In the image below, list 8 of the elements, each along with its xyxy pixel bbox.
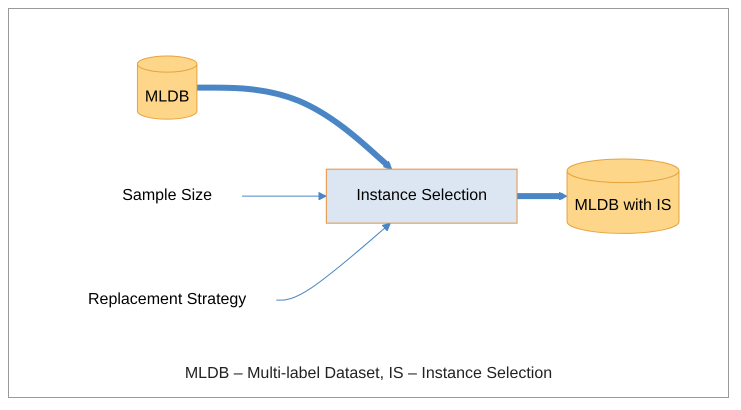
arrow <box>196 85 392 170</box>
arrow <box>242 192 327 201</box>
arrow <box>517 192 568 201</box>
node-text: Replacement Strategy <box>88 292 246 309</box>
arrow <box>276 223 391 302</box>
caption: MLDB – Multi-label Dataset, IS – Instance Selection <box>184 365 552 383</box>
node-box: Instance Selection <box>326 169 518 224</box>
node-text: Sample Size <box>122 188 212 205</box>
